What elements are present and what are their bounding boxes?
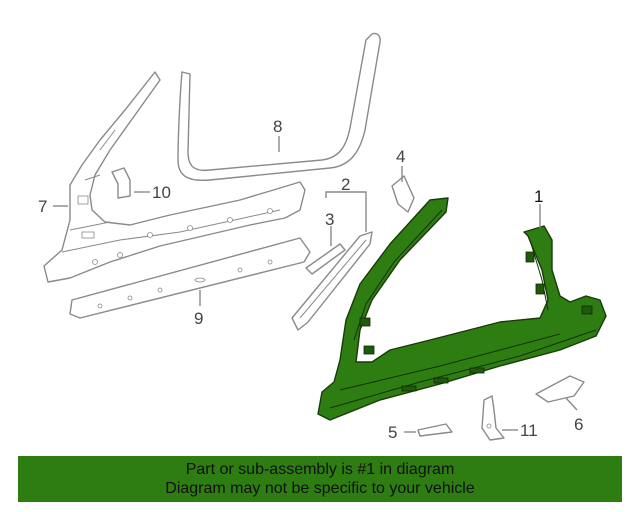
banner-line-2: Diagram may not be specific to your vehi… (165, 480, 475, 497)
callout-11[interactable]: 11 (520, 421, 538, 440)
banner-line-1: Part or sub-assembly is #1 in diagram (185, 461, 455, 478)
part-3-pin-strip[interactable] (305, 243, 346, 275)
part-11-bracket[interactable] (481, 395, 505, 441)
fitment-notice-banner: Part or sub-assembly is #1 in diagram Di… (18, 456, 622, 502)
callout-10[interactable]: 10 (152, 183, 171, 202)
part-9-rocker-reinforcement[interactable] (69, 237, 311, 319)
callout-4[interactable]: 4 (396, 147, 405, 166)
part-5-plate[interactable] (417, 423, 453, 437)
part-8-weatherstrip[interactable] (177, 32, 381, 182)
part-1-side-aperture[interactable] (317, 197, 607, 421)
part-2-inner-sill[interactable] (291, 231, 373, 331)
part-6-reinforcement[interactable] (535, 375, 585, 403)
leader-lines (53, 136, 578, 433)
callout-5[interactable]: 5 (388, 423, 397, 442)
part-4-bracket[interactable] (391, 175, 415, 213)
callout-1[interactable]: 1 (534, 187, 543, 206)
callout-8[interactable]: 8 (273, 117, 282, 136)
callout-3[interactable]: 3 (325, 210, 334, 229)
callout-6[interactable]: 6 (574, 415, 583, 434)
part-10-bracket[interactable] (111, 167, 131, 199)
callout-2[interactable]: 2 (341, 175, 350, 194)
callout-9[interactable]: 9 (194, 309, 203, 328)
callout-7[interactable]: 7 (38, 197, 47, 216)
part-7-side-panel[interactable] (43, 71, 306, 283)
parts-diagram: 1 2 3 4 5 6 7 8 9 10 11 (38, 32, 607, 442)
